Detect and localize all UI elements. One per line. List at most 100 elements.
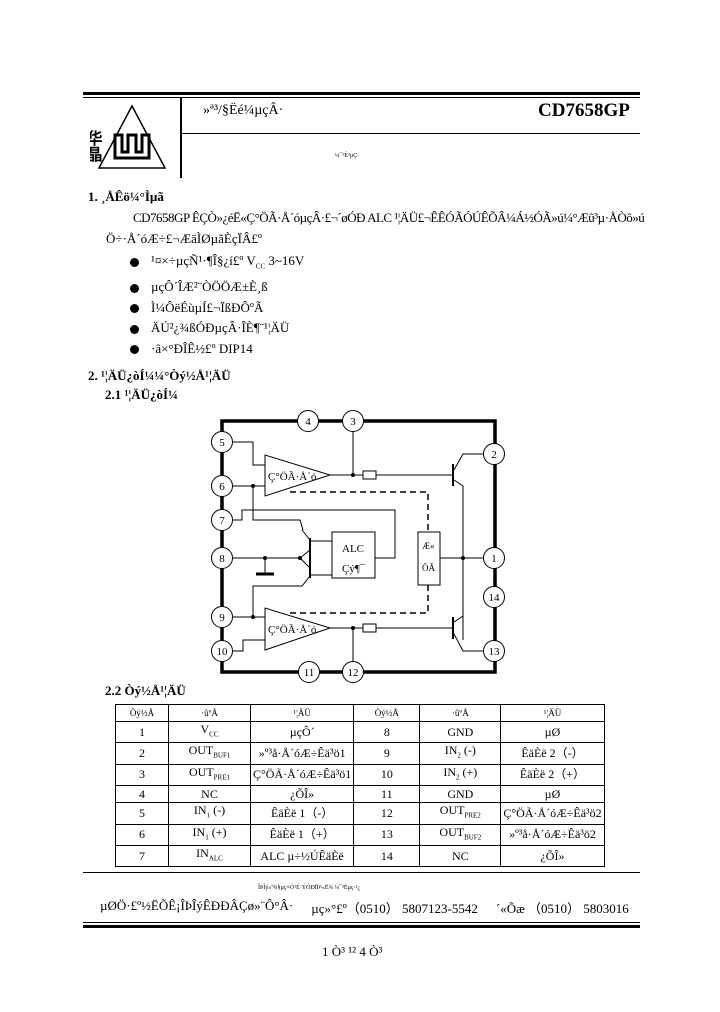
pin-5-label: 5 bbox=[219, 437, 225, 449]
table-cell: 5 bbox=[115, 802, 169, 825]
table-cell: ÊäÈë 1（-） bbox=[249, 802, 355, 825]
table-cell: 6 bbox=[115, 823, 169, 846]
footer-company: ÎÞÎý»ª¾§µç×Ó¹É·ÝÓÐÏÞ¹«Ë¾ ¼¯³Éµç·²¿ bbox=[258, 885, 361, 891]
table-cell: 1 bbox=[115, 720, 169, 744]
bias-label: Æ« bbox=[422, 541, 435, 551]
feature-text: Ì¼ÔëÉùµÍ£¬ÏßÐÔºÃ bbox=[151, 299, 264, 315]
subsection-2-2: 2.2 Òý½Å¹¦ÄÜ bbox=[105, 683, 186, 698]
feature-item: ¹¤×÷µçÑ¹·¶Î§¿í£º VCC 3~16V bbox=[130, 251, 304, 277]
section1-heading: 1. ¸ÅÊö¼°Ìµã bbox=[88, 189, 164, 204]
table-cell: GND bbox=[419, 720, 502, 744]
header-mid-rule bbox=[182, 133, 640, 134]
table-cell: ÊäÈë 1（+） bbox=[249, 823, 355, 846]
preamp-2-label: Ç°ÖÃ·Å´ó bbox=[268, 624, 317, 636]
table-cell: µØ bbox=[500, 720, 605, 744]
column-header: Òý½Å bbox=[353, 704, 421, 722]
table-cell: Ç°ÖÃ·Å´óÆ÷Êä³ö2 bbox=[500, 802, 605, 825]
block-diagram: Ç°ÖÃ·Å´ó Ç°ÖÃ·Å´ó ALC Çý¶¯ Æ« ÖÃ 1234567… bbox=[211, 410, 505, 683]
table-cell: 10 bbox=[353, 763, 421, 787]
pin-10-circle bbox=[211, 640, 233, 662]
pin-1-label: 1 bbox=[491, 553, 497, 565]
pin-13-label: 13 bbox=[489, 646, 501, 658]
footer-double-rule bbox=[83, 922, 640, 923]
table-cell: 14 bbox=[353, 844, 421, 868]
pin-3-label: 3 bbox=[350, 416, 356, 428]
pin-5-circle bbox=[211, 431, 233, 453]
table-cell: 7 bbox=[115, 844, 169, 868]
pin-12-circle bbox=[342, 661, 364, 683]
bullet-icon bbox=[130, 257, 139, 267]
table-cell: GND bbox=[419, 785, 502, 804]
bullet-icon bbox=[130, 345, 139, 355]
preamp-1-label: Ç°ÖÃ·Å´ó bbox=[268, 471, 317, 483]
pin-12-label: 12 bbox=[348, 667, 359, 679]
pin-11-circle bbox=[298, 661, 320, 683]
preamp-1 bbox=[264, 454, 332, 497]
bullet-icon bbox=[130, 283, 139, 293]
pin-11-label: 11 bbox=[304, 667, 315, 679]
pin-9-label: 9 bbox=[219, 612, 225, 624]
bias-label-2: ÖÃ bbox=[422, 563, 435, 573]
table-cell: »º³å·Å´óÆ÷Êä³ö1 bbox=[249, 742, 355, 765]
bullet-icon bbox=[130, 324, 139, 334]
table-cell: OUTPRE1 bbox=[168, 763, 251, 787]
part-number: CD7658GP bbox=[538, 100, 630, 121]
table-cell: Ç°ÖÃ·Å´óÆ÷Êä³ö1 bbox=[249, 763, 355, 787]
feature-text: ·â×°ÐÎÊ½£º DIP14 bbox=[151, 340, 253, 356]
table-cell: »º³å·Å´óÆ÷Êä³ö2 bbox=[500, 823, 605, 846]
table-cell: IN1 (-) bbox=[168, 802, 251, 825]
pin-6-circle bbox=[211, 475, 233, 497]
pin-8-label: 8 bbox=[219, 553, 225, 565]
column-header: ¹¦ÄÜ bbox=[500, 704, 605, 722]
alc-label: ALC bbox=[342, 543, 364, 555]
table-cell: ¿ÕÎ» bbox=[500, 844, 605, 868]
pin-13-circle bbox=[483, 640, 505, 662]
table-cell: ¿ÕÎ» bbox=[249, 785, 355, 804]
alc-label-2: Çý¶¯ bbox=[342, 563, 366, 575]
bullet-icon bbox=[130, 304, 139, 314]
footer-rule bbox=[83, 872, 640, 873]
table-cell: NC bbox=[419, 844, 502, 868]
header-rule bbox=[83, 92, 640, 95]
table-cell: OUTBUF1 bbox=[168, 742, 251, 765]
table-cell: VCC bbox=[168, 720, 251, 744]
table-cell: IN2 (-) bbox=[419, 742, 502, 765]
footer-phone: µç»°£º（0510） 5807123-5542 bbox=[311, 901, 478, 916]
feature-text: ¹¤×÷µçÑ¹·¶Î§¿í£º VCC 3~16V bbox=[151, 253, 305, 271]
table-cell: µçÔ´ bbox=[249, 720, 355, 744]
column-header: ¹¦ÄÜ bbox=[249, 704, 355, 722]
table-cell: 2 bbox=[115, 742, 169, 765]
table-cell: OUTBUF2 bbox=[419, 823, 502, 846]
header-subtitle: ¼¯³É³µÇ· bbox=[335, 153, 360, 159]
subsection-2-1: 2.1 ¹¦ÄÜ¿òÍ¼ bbox=[105, 387, 178, 402]
table-cell: 3 bbox=[115, 763, 169, 787]
table-cell: INALC bbox=[168, 844, 251, 868]
logo-text: 华晶 bbox=[90, 129, 103, 163]
pin-1-circle bbox=[483, 547, 505, 569]
pin-14-circle bbox=[483, 586, 505, 608]
pin-6-label: 6 bbox=[219, 481, 225, 493]
feature-item: ÄÚ²¿¾ßÓÐµçÂ·ÎÈ¶¨¹¦ÄÜ bbox=[130, 318, 304, 339]
footer-fax: ´«Õæ （0510） 5803016 bbox=[495, 901, 629, 916]
section2-heading: 2. ¹¦ÄÜ¿òÍ¼¼°Òý½Å¹¦ÄÜ bbox=[88, 368, 231, 383]
table-cell: IN1 (+) bbox=[168, 823, 251, 846]
table-cell: 11 bbox=[353, 785, 421, 804]
feature-text: µçÔ´ÎÆ²¨ÒÖÖÆ±È¸ß bbox=[151, 279, 268, 295]
pin-3-circle bbox=[342, 410, 364, 432]
pin-2-label: 2 bbox=[491, 449, 497, 461]
table-cell: OUTPRE2 bbox=[419, 802, 502, 825]
feature-item: Ì¼ÔëÉùµÍ£¬ÏßÐÔºÃ bbox=[130, 298, 304, 319]
header-rule-thin bbox=[83, 97, 640, 98]
footer-contact-row: µØÖ·£º½­ËÕÊ¡ÎÞÎýÊÐÐÂÇø»¨Ô°Â· µç»°£º（0510… bbox=[100, 898, 629, 917]
header-divider bbox=[180, 98, 182, 178]
table-cell: 13 bbox=[353, 823, 421, 846]
preamp-2 bbox=[264, 607, 332, 651]
table-cell: ÊäÈë 2（+） bbox=[500, 763, 605, 787]
